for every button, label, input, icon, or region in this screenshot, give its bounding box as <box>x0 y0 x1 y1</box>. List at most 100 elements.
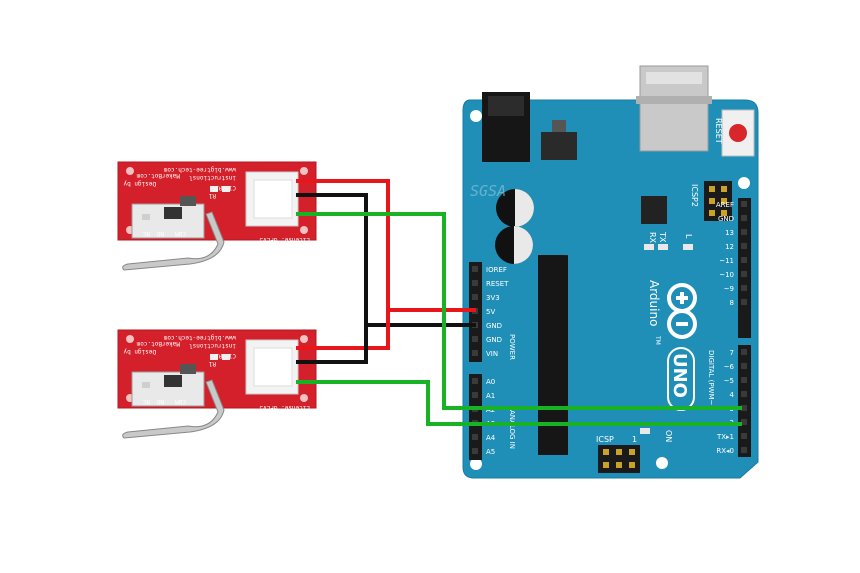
header-pin-hole <box>741 377 747 383</box>
mounting-hole <box>738 177 750 189</box>
silk-nc: NC <box>142 398 150 405</box>
endstop-module-top: www.bigtree-tech.com MakerBot.com Design… <box>117 161 317 271</box>
pin-label: A1 <box>486 392 495 400</box>
analog-header-label: ANALOG IN <box>508 410 516 449</box>
header-pin-hole <box>472 294 478 300</box>
silk-makerbot: MakerBot.com <box>136 340 180 347</box>
header-pin-hole <box>741 257 747 263</box>
l-label: L <box>684 234 693 239</box>
switch-lever <box>122 379 225 439</box>
header-pin-hole <box>741 201 747 207</box>
on-label: ON <box>664 430 673 442</box>
pin-label: IOREF <box>486 266 507 274</box>
header-pin-hole <box>472 336 478 342</box>
model-text: UNO <box>669 353 690 398</box>
header-pin-hole <box>741 447 747 453</box>
header-pin-hole <box>741 405 747 411</box>
pin-label: 12 <box>725 243 734 251</box>
header-pin-hole <box>741 229 747 235</box>
digital-bottom-pin-holes <box>741 349 747 453</box>
microswitch-plunger <box>164 375 182 387</box>
rx-label: RX <box>648 232 657 244</box>
pin-label: ~6 <box>724 363 735 371</box>
pin-label: A5 <box>486 448 495 456</box>
power-header-label: POWER <box>508 334 516 360</box>
silk-design-by: Design by <box>123 348 156 355</box>
pin-label: ~10 <box>719 271 734 279</box>
arduino-logo-icon <box>667 283 697 339</box>
switch-lever <box>122 211 225 271</box>
icsp2-header <box>704 181 732 221</box>
pin-label: 8 <box>730 299 734 307</box>
reset-label: RESET <box>714 118 723 144</box>
mounting-hole <box>470 110 482 122</box>
silk-r2: R2 <box>214 352 222 359</box>
silk-r2: R2 <box>214 184 222 191</box>
header-pin-hole <box>741 215 747 221</box>
trademark-text: TM <box>654 335 661 345</box>
pin-label: A0 <box>486 378 495 386</box>
atmega-chip <box>538 255 568 455</box>
tx-label: TX <box>658 231 667 243</box>
silk-license: License: GPLv3 <box>259 404 310 411</box>
pin-label: TX▸1 <box>716 433 734 441</box>
silk-r1: R1 <box>208 192 216 199</box>
silk-instructions: instructionsl <box>189 174 236 181</box>
header-pin-hole <box>741 433 747 439</box>
header-pin-hole <box>472 448 478 454</box>
header-pin-hole <box>741 285 747 291</box>
pin-label: GND <box>486 322 502 330</box>
pin-label: VIN <box>486 350 498 358</box>
icsp-label: ICSP <box>596 435 614 444</box>
header-pin-hole <box>741 391 747 397</box>
reset-button[interactable] <box>721 109 755 157</box>
wire-black-top-gnd <box>296 193 476 327</box>
brand-text: Arduino <box>647 280 661 326</box>
wire-green-bottom-d2 <box>296 380 742 426</box>
wire-red-top-5v <box>296 179 476 312</box>
pin-label: GND <box>718 215 734 223</box>
silk-c1: C1 <box>228 184 236 191</box>
header-pin-hole <box>741 243 747 249</box>
silk-instructions: instructionsl <box>189 342 236 349</box>
silk-makerbot: MakerBot.com <box>136 172 180 179</box>
header-pin-hole <box>741 299 747 305</box>
silk-no: NO <box>156 398 164 405</box>
tx-led <box>658 244 668 250</box>
pin-label: RX◂0 <box>716 447 734 455</box>
silk-nc: NC <box>142 230 150 237</box>
header-pin-hole <box>472 350 478 356</box>
pin-label: 13 <box>725 229 734 237</box>
pin-label: ~11 <box>719 257 734 265</box>
rx-led <box>644 244 654 250</box>
mounting-hole <box>656 457 668 469</box>
header-pin-hole <box>472 434 478 440</box>
header-pin-hole <box>472 378 478 384</box>
watermark-text: SGSA <box>470 182 506 200</box>
silk-com: COM <box>175 398 186 405</box>
header-pin-hole <box>741 419 747 425</box>
pin-label: 4 <box>730 391 735 399</box>
analog-header <box>469 374 482 460</box>
wire-black-bottom-gnd <box>296 325 368 364</box>
pin-label: 3V3 <box>486 294 500 302</box>
capacitor <box>495 226 533 264</box>
voltage-regulator <box>541 120 577 160</box>
endstop-module-bottom: www.bigtree-tech.com MakerBot.com Design… <box>117 329 317 439</box>
silk-com: COM <box>175 230 186 237</box>
microswitch-plunger <box>164 207 182 219</box>
pin-label: ~9 <box>724 285 734 293</box>
silk-r1: R1 <box>208 360 216 367</box>
wires <box>296 179 742 426</box>
silk-url: www.bigtree-tech.com <box>163 166 236 173</box>
mounting-hole <box>470 458 482 470</box>
arduino-uno-board: SGSA RESET ICSP2 RX TX L <box>462 65 759 479</box>
header-pin-hole <box>472 392 478 398</box>
header-pin-hole <box>741 363 747 369</box>
header-pin-hole <box>472 280 478 286</box>
silk-url: www.bigtree-tech.com <box>163 334 236 341</box>
icsp-pin-one-label: 1 <box>632 435 637 444</box>
